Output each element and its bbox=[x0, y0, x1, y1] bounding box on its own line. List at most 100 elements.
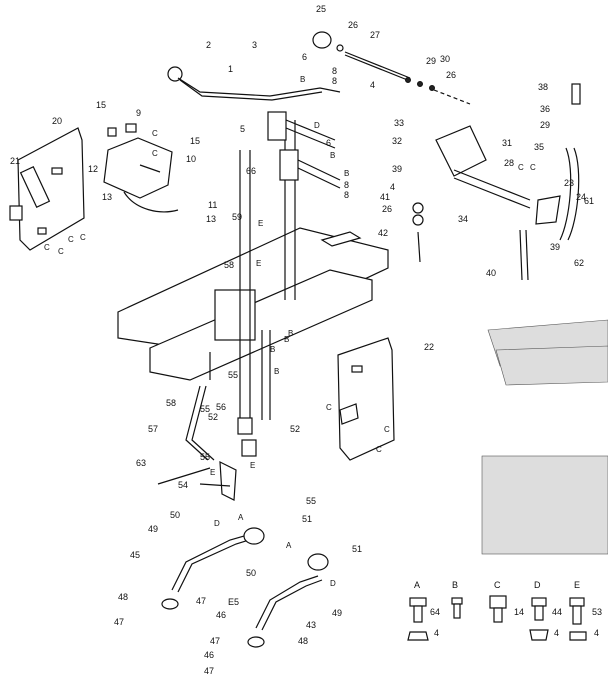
callout-46: 46 bbox=[216, 610, 226, 620]
fastener-letter-b-4: B bbox=[284, 335, 289, 344]
fastener-key-nut-e: 4 bbox=[594, 628, 599, 638]
callout-40: 40 bbox=[486, 268, 496, 278]
callout-27: 27 bbox=[370, 30, 380, 40]
callout-39-2: 39 bbox=[550, 242, 560, 252]
callout-8-4: 8 bbox=[344, 190, 349, 200]
callout-52: 52 bbox=[208, 412, 218, 422]
fastener-letter-c-9: C bbox=[376, 445, 382, 454]
callout-29-2: 29 bbox=[540, 120, 550, 130]
callout-2: 2 bbox=[206, 40, 211, 50]
callout-39: 39 bbox=[392, 164, 402, 174]
callout-44: 44 bbox=[552, 607, 562, 617]
callout-45: 45 bbox=[130, 550, 140, 560]
fastener-letter-c-4: C bbox=[58, 247, 64, 256]
callout-20: 20 bbox=[52, 116, 62, 126]
control-box-10 bbox=[103, 123, 179, 213]
callout-50-2: 50 bbox=[246, 568, 256, 578]
callout-61: 61 bbox=[584, 196, 594, 206]
fastener-letter-c-10: C bbox=[518, 163, 524, 172]
callout-26-2: 26 bbox=[446, 70, 456, 80]
callout-33: 33 bbox=[394, 118, 404, 128]
pedal-assembly bbox=[412, 83, 581, 281]
callout-58: 58 bbox=[224, 260, 234, 270]
fastener-letter-c-5: C bbox=[68, 235, 74, 244]
fastener-letter-c-11: C bbox=[530, 163, 536, 172]
callout-26: 26 bbox=[348, 20, 358, 30]
callout-4: 4 bbox=[370, 80, 375, 90]
bottom-levers bbox=[161, 527, 329, 648]
callout-47: 47 bbox=[196, 596, 206, 606]
callout-47-4: 47 bbox=[204, 666, 214, 676]
callout-12: 12 bbox=[88, 164, 98, 174]
callout-43: 43 bbox=[306, 620, 316, 630]
callout-57: 57 bbox=[148, 424, 158, 434]
callout-14: 14 bbox=[514, 607, 524, 617]
fastener-letter-c-8: C bbox=[384, 425, 390, 434]
fastener-letter-e-3: E bbox=[250, 461, 255, 470]
callout-E5: E5 bbox=[228, 597, 239, 607]
callout-15-2: 15 bbox=[190, 136, 200, 146]
callout-4-2: 4 bbox=[390, 182, 395, 192]
callout-56: 56 bbox=[216, 402, 226, 412]
fastener-key-letter-c: C bbox=[494, 580, 501, 590]
floor-panels bbox=[481, 319, 608, 555]
callout-66: 66 bbox=[246, 166, 256, 176]
callout-8: 8 bbox=[332, 66, 337, 76]
callout-21: 21 bbox=[10, 156, 20, 166]
callout-64: 64 bbox=[430, 607, 440, 617]
callout-55-3: 55 bbox=[200, 452, 210, 462]
callout-30: 30 bbox=[440, 54, 450, 64]
fastener-letter-d-2: D bbox=[330, 579, 336, 588]
callout-42: 42 bbox=[378, 228, 388, 238]
callout-22: 22 bbox=[424, 342, 434, 352]
callout-59: 59 bbox=[232, 212, 242, 222]
fastener-letter-b-3: B bbox=[344, 169, 349, 178]
fastener-key-letter-a: A bbox=[414, 580, 420, 590]
callout-36: 36 bbox=[540, 104, 550, 114]
callout-5: 5 bbox=[240, 124, 245, 134]
fastener-letter-d-1: D bbox=[214, 519, 220, 528]
callout-34: 34 bbox=[458, 214, 468, 224]
fastener-letter-e-1: E bbox=[258, 219, 263, 228]
callout-48-2: 48 bbox=[298, 636, 308, 646]
fastener-letter-a-2: A bbox=[286, 541, 292, 550]
fastener-letter-c-7: C bbox=[326, 403, 332, 412]
fastener-letter-c-2: C bbox=[152, 149, 158, 158]
callout-24: 24 bbox=[576, 192, 586, 202]
fastener-key bbox=[407, 595, 587, 641]
fastener-key-letter-d: D bbox=[534, 580, 541, 590]
callout-54: 54 bbox=[178, 480, 188, 490]
callout-63: 63 bbox=[136, 458, 146, 468]
side-panel-20 bbox=[9, 127, 85, 251]
callout-55-4: 55 bbox=[306, 496, 316, 506]
callout-6: 6 bbox=[302, 52, 307, 62]
fastener-letter-b-1: B bbox=[300, 75, 305, 84]
callout-35: 35 bbox=[534, 142, 544, 152]
fastener-letter-b-5: B bbox=[288, 329, 293, 338]
fastener-letter-e-2: E bbox=[256, 259, 261, 268]
fastener-letter-c-1: C bbox=[152, 129, 158, 138]
callout-51: 51 bbox=[302, 514, 312, 524]
side-panel-22 bbox=[337, 337, 395, 461]
callout-50: 50 bbox=[170, 510, 180, 520]
fastener-letter-a-1: A bbox=[238, 513, 244, 522]
callout-62: 62 bbox=[574, 258, 584, 268]
fastener-key-letter-b: B bbox=[452, 580, 458, 590]
fastener-key-nut-a: 4 bbox=[434, 628, 439, 638]
fastener-letter-d-3: D bbox=[314, 121, 320, 130]
callout-31: 31 bbox=[502, 138, 512, 148]
callout-10: 10 bbox=[186, 154, 196, 164]
fastener-letter-b-7: B bbox=[274, 367, 279, 376]
callout-49-2: 49 bbox=[332, 608, 342, 618]
callout-13: 13 bbox=[102, 192, 112, 202]
callout-13-2: 13 bbox=[206, 214, 216, 224]
fastener-letter-b-6: B bbox=[270, 345, 275, 354]
callout-26-3: 26 bbox=[382, 204, 392, 214]
fastener-key-letter-e: E bbox=[574, 580, 580, 590]
callout-15: 15 bbox=[96, 100, 106, 110]
knob-and-rod bbox=[312, 31, 471, 105]
